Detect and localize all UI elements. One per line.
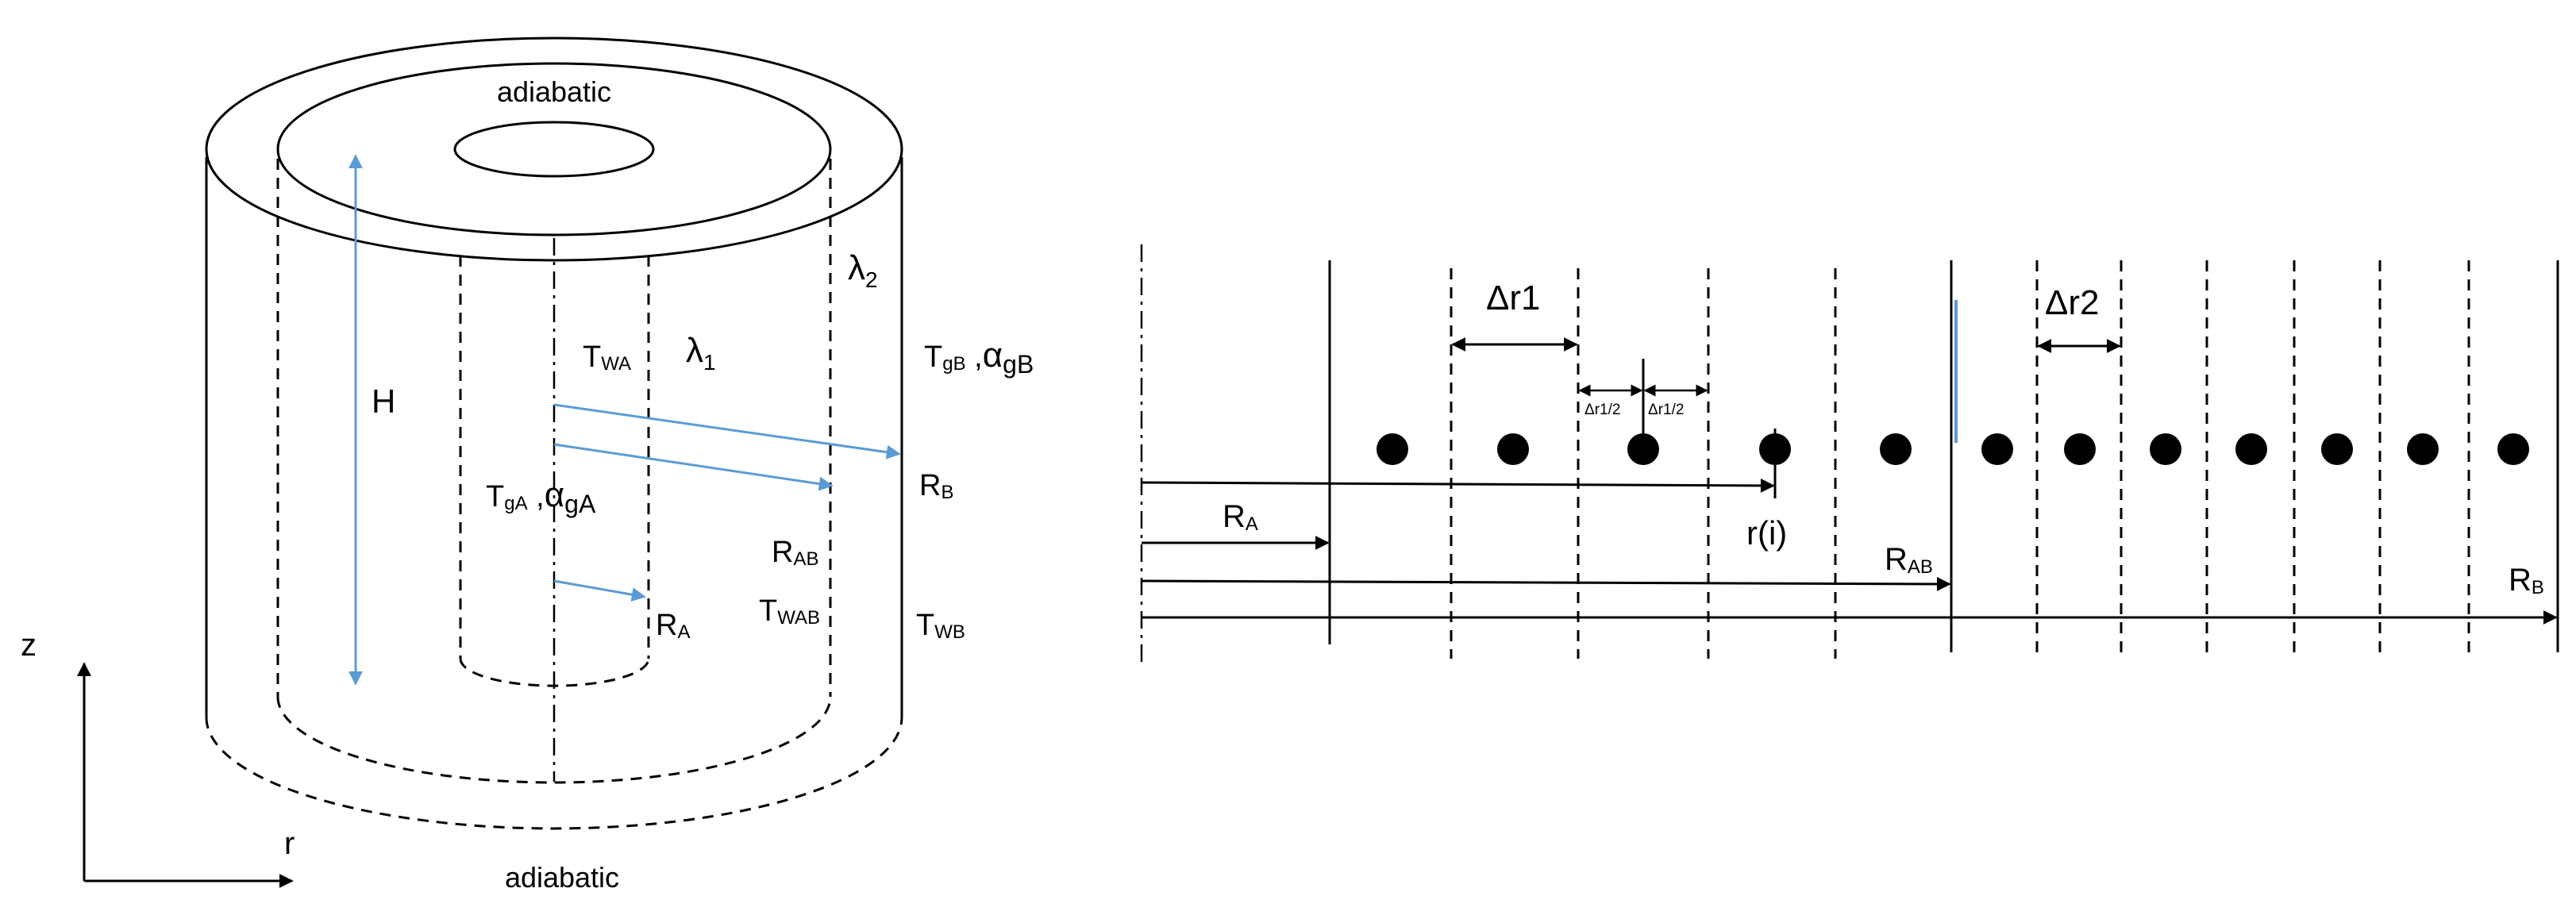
center-hole <box>453 121 655 178</box>
rab-arrow <box>1141 576 1951 591</box>
interface-bottom-arc <box>276 696 832 784</box>
tga-alpha-label: TgA ,αgA <box>486 475 596 518</box>
grid-node <box>2235 433 2267 465</box>
bottom-adiabatic-label: adiabatic <box>505 861 619 894</box>
cylinder-figure: adiabatic adiabatic H λ2 λ1 TWA TgB ,αgB… <box>21 37 1034 894</box>
outer-bottom-arc <box>205 717 903 830</box>
inner-cylinder-top-rim <box>276 62 832 236</box>
twa-label: TWA <box>583 340 631 375</box>
grid-node <box>1497 433 1529 465</box>
z-axis-label: z <box>21 628 37 663</box>
rab-label: RAB <box>772 536 818 570</box>
twab-label: TWAB <box>759 594 820 629</box>
outer-cylinder-top-rim <box>205 37 903 262</box>
lambda1-label: λ1 <box>686 331 716 375</box>
grid-ra-label: RA <box>1223 499 1258 535</box>
grid-node <box>2407 433 2439 465</box>
height-label: H <box>372 383 395 420</box>
r-axis-label: r <box>284 826 295 861</box>
grid-node <box>2497 433 2529 465</box>
half-dr1-label-b: Δr1/2 <box>1648 402 1684 418</box>
radial-grid-figure: Δr1 Δr1/2 Δr1/2 Δr2 r(i) RA RAB RB <box>1140 244 2559 665</box>
grid-node <box>2321 433 2353 465</box>
grid-node <box>1377 433 1408 465</box>
radius-ra-arrow <box>553 579 646 602</box>
top-adiabatic-label: adiabatic <box>497 75 611 108</box>
lambda2-label: λ2 <box>848 248 878 292</box>
ri-arrow <box>1141 478 1775 493</box>
ri-label: r(i) <box>1746 514 1787 552</box>
grid-node <box>1627 433 1659 465</box>
radius-rab-arrow <box>553 443 834 491</box>
dr1-label: Δr1 <box>1486 279 1541 317</box>
grid-node <box>1981 433 2013 465</box>
grid-node <box>2064 433 2096 465</box>
grid-rb-label: RB <box>2509 563 2544 598</box>
grid-rab-label: RAB <box>1885 542 1933 578</box>
half-dr1-label: Δr1/2 <box>1584 402 1620 418</box>
grid-node <box>2150 433 2181 465</box>
tgb-alpha-label: TgB ,αgB <box>924 336 1034 379</box>
dr2-label: Δr2 <box>2045 283 2100 322</box>
radius-rb-arrow <box>553 403 901 460</box>
ra-label: RA <box>656 609 690 643</box>
twb-label: TWB <box>916 609 965 643</box>
rb-label: RB <box>919 469 953 503</box>
grid-node <box>1880 433 1912 465</box>
